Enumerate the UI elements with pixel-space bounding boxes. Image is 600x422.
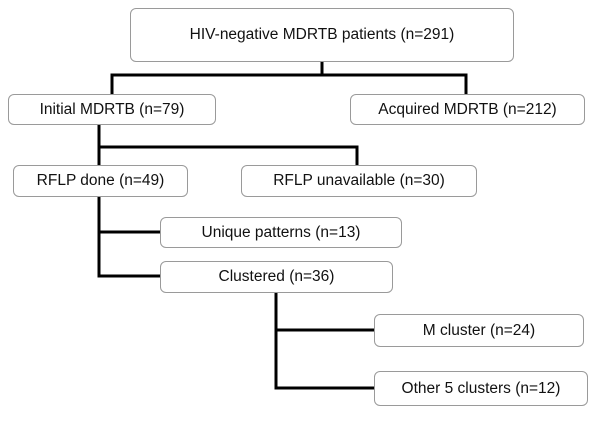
node-initial-mdrtb: Initial MDRTB (n=79)	[8, 94, 216, 125]
node-rflp-unavailable: RFLP unavailable (n=30)	[241, 165, 477, 197]
connector-root	[110, 60, 468, 96]
node-unique-patterns: Unique patterns (n=13)	[160, 217, 402, 248]
connector-clustered	[274, 291, 376, 390]
node-m-cluster: M cluster (n=24)	[374, 314, 584, 347]
connector-rflp-done	[97, 195, 162, 278]
node-root: HIV-negative MDRTB patients (n=291)	[130, 8, 514, 62]
node-acquired-mdrtb: Acquired MDRTB (n=212)	[350, 94, 585, 125]
node-other-clusters: Other 5 clusters (n=12)	[374, 371, 588, 406]
connector-initial	[97, 123, 359, 167]
node-clustered: Clustered (n=36)	[160, 261, 393, 293]
node-rflp-done: RFLP done (n=49)	[13, 165, 188, 197]
